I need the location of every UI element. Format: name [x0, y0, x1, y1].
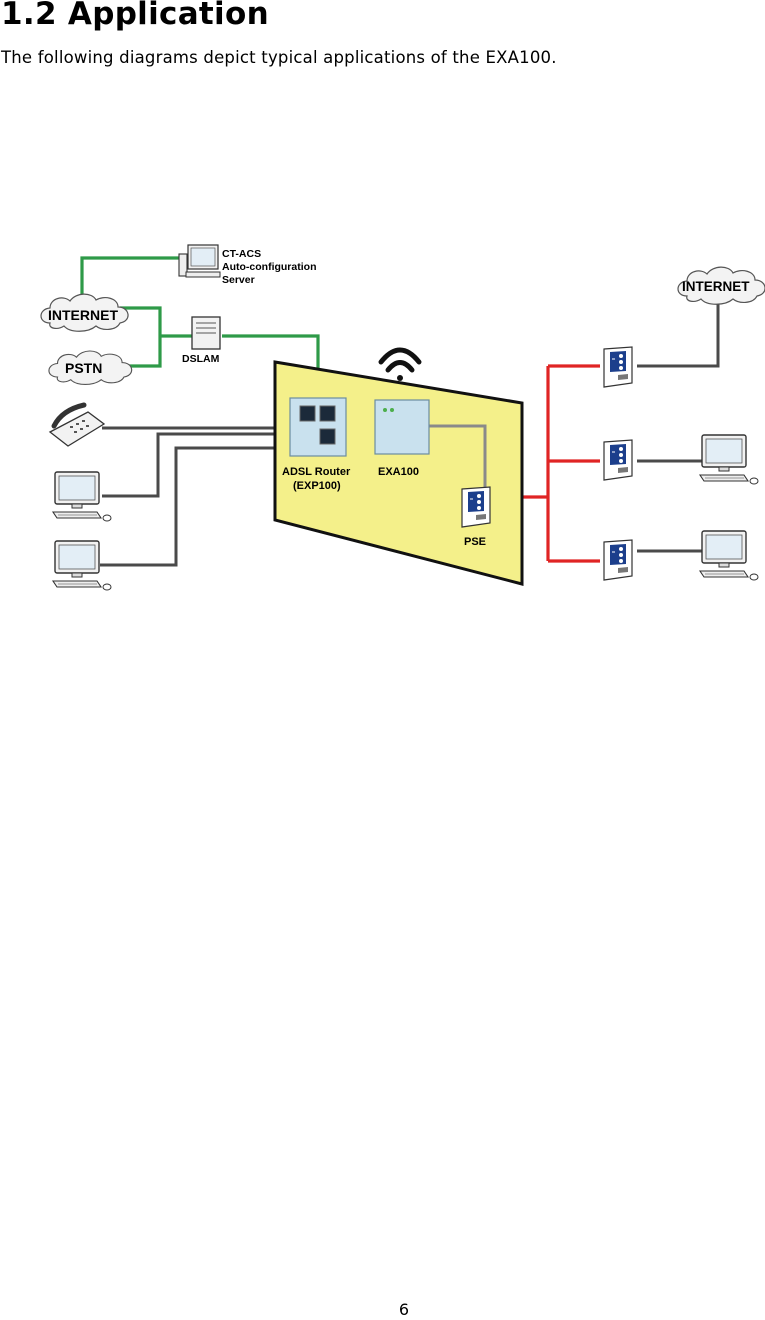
server-icon — [191, 316, 221, 350]
wifi-icon — [378, 347, 422, 381]
page-number: 6 — [398, 1300, 410, 1319]
telephone-icon — [48, 402, 106, 447]
ap-unit-icon — [603, 439, 633, 481]
router-icon — [289, 397, 347, 457]
lan-links — [100, 300, 720, 567]
pse-label: PSE — [464, 536, 486, 548]
computer-icon — [178, 244, 221, 278]
computer-icon — [699, 530, 759, 581]
dslam-label: DSLAM — [182, 353, 220, 365]
adsl-router-label-line1: ADSL Router — [282, 466, 351, 478]
pse-icon — [461, 486, 491, 528]
ap-unit-icon — [603, 346, 633, 388]
application-diagram: CT-ACS Auto-configuration Server INTERNE… — [0, 228, 765, 598]
ct-acs-label-line2: Auto-configuration — [222, 261, 316, 273]
internet-label-right: INTERNET — [682, 279, 750, 294]
access-point-icon — [374, 399, 430, 455]
intro-paragraph: The following diagrams depict typical ap… — [1, 48, 557, 67]
ct-acs-label-line1: CT-ACS — [222, 248, 261, 260]
section-heading: 1.2 Application — [1, 0, 269, 32]
exa100-label: EXA100 — [378, 466, 419, 478]
ct-acs-label-line3: Server — [222, 274, 255, 286]
adsl-router-label-line2: (EXP100) — [293, 480, 341, 492]
internet-label-left: INTERNET — [48, 307, 118, 323]
computer-icon — [699, 434, 759, 485]
ap-unit-icon — [603, 539, 633, 581]
pstn-label: PSTN — [65, 360, 102, 376]
